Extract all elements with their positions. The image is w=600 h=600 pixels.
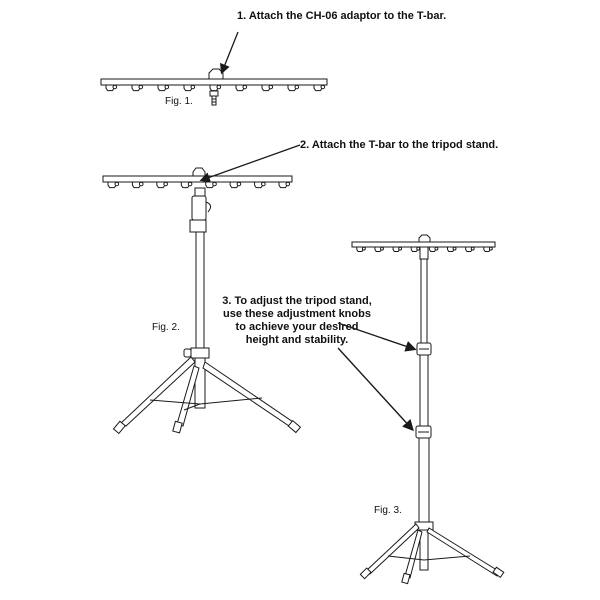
fig3-stand <box>351 234 505 585</box>
fig1-label: Fig. 1. <box>165 96 193 107</box>
ch06-adaptor <box>209 90 219 106</box>
fig3-t-bar-rail <box>351 241 496 248</box>
fig2-t-bar-rail <box>102 175 293 183</box>
clamp-knob <box>138 84 144 90</box>
clamp-knob <box>285 181 291 187</box>
clamp-knob <box>163 181 168 187</box>
adaptor-top <box>208 68 224 80</box>
fig2-stand <box>102 167 302 435</box>
clamp-knob <box>138 181 144 187</box>
clamp-knob <box>112 84 118 90</box>
fig3-label: Fig. 3. <box>374 505 402 516</box>
clamp-knob <box>452 246 457 251</box>
clamp-knob <box>190 84 196 90</box>
clamp-knob <box>187 181 193 187</box>
clamp-knob <box>212 181 217 187</box>
step3-arrow-lower <box>337 347 414 432</box>
clamp-knob <box>434 246 439 251</box>
step3-instruction: 3. To adjust the tripod stand, use these… <box>222 295 372 347</box>
clamp-knob <box>470 246 475 251</box>
step1-arrow <box>220 31 239 75</box>
clamp-knob <box>114 181 120 187</box>
step3-line-1: 3. To adjust the tripod stand, <box>222 295 372 307</box>
step2-instruction: 2. Attach the T-bar to the tripod stand. <box>300 139 499 151</box>
fig2-label: Fig. 2. <box>152 322 180 333</box>
step3-arrow-upper <box>337 322 417 352</box>
t-bar-clamps <box>105 84 326 92</box>
clamp-knob <box>216 84 222 90</box>
clamp-knob <box>488 246 493 251</box>
clamp-knob <box>398 246 403 251</box>
clamp-knob <box>361 246 366 251</box>
step3-line-4: height and stability. <box>245 334 349 346</box>
t-bar-rail <box>100 78 328 86</box>
clamp-knob <box>164 84 170 90</box>
clamp-knob <box>261 181 266 187</box>
clamp-knob <box>380 246 384 251</box>
step3-line-3: to achieve your desired <box>235 321 359 333</box>
step3-line-2: use these adjustment knobs <box>223 308 371 320</box>
step2-arrow <box>199 144 301 183</box>
clamp-knob <box>242 84 248 90</box>
clamp-knob <box>236 181 242 187</box>
step1-instruction: 1. Attach the CH-06 adaptor to the T-bar… <box>237 10 447 22</box>
clamp-knob <box>416 246 421 251</box>
clamp-knob <box>268 84 274 90</box>
clamp-knob <box>320 84 326 90</box>
fig1-t-bar <box>100 68 328 92</box>
clamp-knob <box>294 84 300 90</box>
